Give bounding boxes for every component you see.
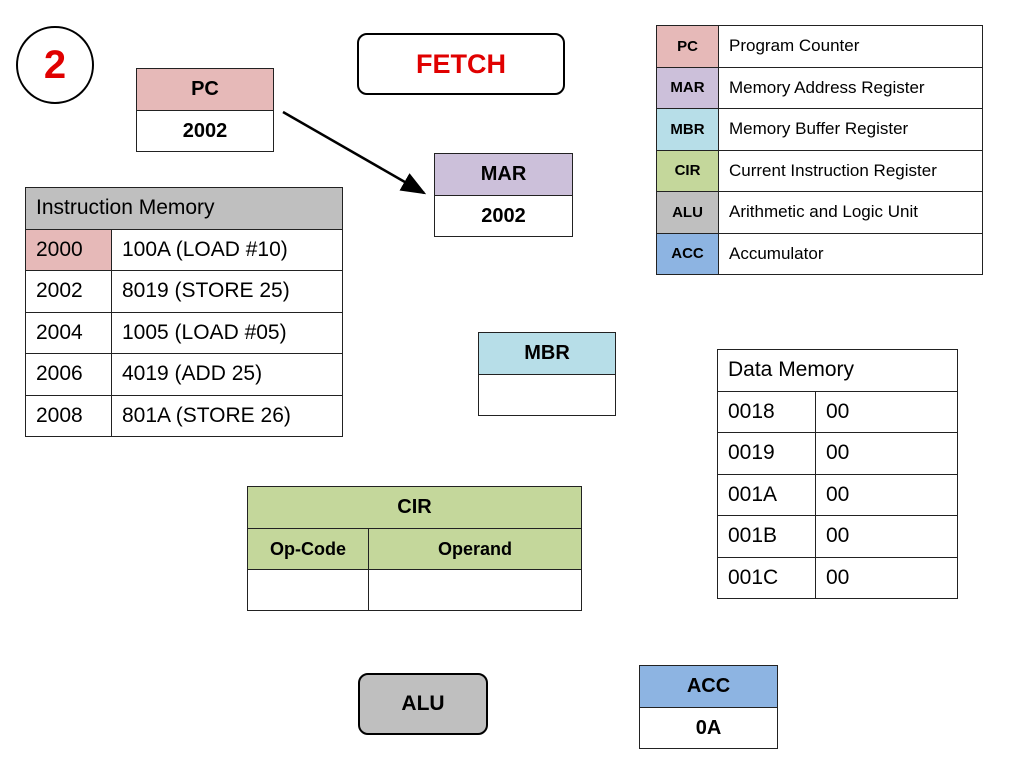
table-row: 2000 100A (LOAD #10) <box>25 228 343 271</box>
instruction-content: 801A (STORE 26) <box>111 394 343 437</box>
instruction-address: 2004 <box>25 311 112 354</box>
instruction-content: 4019 (ADD 25) <box>111 353 343 396</box>
step-number: 2 <box>16 26 94 104</box>
instruction-content: 100A (LOAD #10) <box>111 228 343 271</box>
acc-label: ACC <box>639 665 778 708</box>
instruction-address: 2000 <box>25 228 112 271</box>
data-value: 00 <box>815 473 958 516</box>
cir-operand-value <box>368 569 582 611</box>
data-address: 001B <box>717 515 816 558</box>
legend-abbr: MBR <box>656 108 719 151</box>
data-value: 00 <box>815 556 958 599</box>
cir-opcode-value <box>247 569 369 611</box>
legend-desc: Memory Buffer Register <box>718 108 983 151</box>
data-address: 0018 <box>717 390 816 433</box>
data-address: 001A <box>717 473 816 516</box>
legend-desc: Accumulator <box>718 232 983 275</box>
table-row: 2004 1005 (LOAD #05) <box>25 311 343 354</box>
data-memory-table: Data Memory 0018 00 0019 00 001A 00 001B… <box>717 349 958 599</box>
mar-value: 2002 <box>434 195 573 237</box>
data-value: 00 <box>815 432 958 475</box>
cir-label: CIR <box>247 486 582 529</box>
legend-row: MBR Memory Buffer Register <box>656 108 983 151</box>
table-row: 001B 00 <box>717 515 958 558</box>
legend-abbr: ACC <box>656 232 719 275</box>
legend-abbr: MAR <box>656 66 719 109</box>
data-value: 00 <box>815 390 958 433</box>
acc-value: 0A <box>639 707 778 749</box>
data-value: 00 <box>815 515 958 558</box>
legend-abbr: ALU <box>656 191 719 234</box>
mbr-value <box>478 374 616 416</box>
legend-row: ALU Arithmetic and Logic Unit <box>656 191 983 234</box>
table-row: 2008 801A (STORE 26) <box>25 394 343 437</box>
table-row: 0019 00 <box>717 432 958 475</box>
table-row: 001C 00 <box>717 556 958 599</box>
legend-table: PC Program Counter MAR Memory Address Re… <box>656 25 983 275</box>
pc-value: 2002 <box>136 110 274 152</box>
legend-desc: Memory Address Register <box>718 66 983 109</box>
cir-opcode-header: Op-Code <box>247 528 369 570</box>
mar-register: MAR 2002 <box>434 153 573 237</box>
mbr-register: MBR <box>478 332 616 416</box>
instruction-content: 8019 (STORE 25) <box>111 270 343 313</box>
legend-row: ACC Accumulator <box>656 232 983 275</box>
data-memory-title: Data Memory <box>717 349 958 392</box>
instruction-memory-table: Instruction Memory 2000 100A (LOAD #10) … <box>25 187 343 437</box>
table-row: 2006 4019 (ADD 25) <box>25 353 343 396</box>
instruction-memory-title: Instruction Memory <box>25 187 343 230</box>
table-row: 001A 00 <box>717 473 958 516</box>
instruction-address: 2008 <box>25 394 112 437</box>
instruction-address: 2002 <box>25 270 112 313</box>
table-row: 0018 00 <box>717 390 958 433</box>
mar-label: MAR <box>434 153 573 196</box>
instruction-address: 2006 <box>25 353 112 396</box>
legend-row: CIR Current Instruction Register <box>656 149 983 192</box>
legend-abbr: CIR <box>656 149 719 192</box>
mbr-label: MBR <box>478 332 616 375</box>
acc-register: ACC 0A <box>639 665 778 749</box>
legend-abbr: PC <box>656 25 719 68</box>
legend-row: MAR Memory Address Register <box>656 66 983 109</box>
cir-operand-header: Operand <box>368 528 582 570</box>
legend-desc: Arithmetic and Logic Unit <box>718 191 983 234</box>
pc-register: PC 2002 <box>136 68 274 152</box>
cir-register: CIR Op-Code Operand <box>247 486 582 611</box>
data-address: 0019 <box>717 432 816 475</box>
table-row: 2002 8019 (STORE 25) <box>25 270 343 313</box>
legend-desc: Current Instruction Register <box>718 149 983 192</box>
legend-desc: Program Counter <box>718 25 983 68</box>
instruction-content: 1005 (LOAD #05) <box>111 311 343 354</box>
data-address: 001C <box>717 556 816 599</box>
legend-row: PC Program Counter <box>656 25 983 68</box>
alu-box: ALU <box>358 673 488 735</box>
pc-label: PC <box>136 68 274 111</box>
stage-label: FETCH <box>357 33 565 95</box>
